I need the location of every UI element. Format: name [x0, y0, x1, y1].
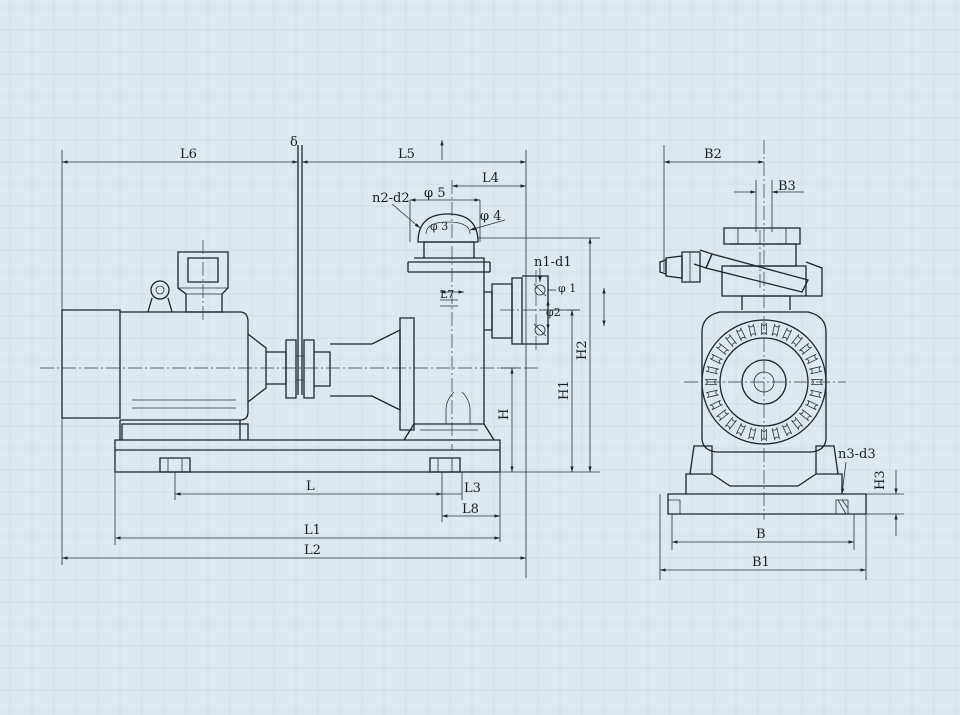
- dim-L1: L1: [304, 523, 321, 538]
- dim-L: L: [306, 479, 315, 494]
- dim-L4: L4: [482, 171, 499, 186]
- cooling-fin: [805, 353, 819, 365]
- motor: [61, 251, 267, 440]
- cooling-fin: [705, 366, 719, 375]
- coupling: [266, 145, 331, 399]
- cooling-fin: [748, 323, 757, 337]
- cooling-fin: [771, 427, 780, 441]
- side-labels: L6 L5 δ L4 n2-d2 φ 5 φ 4 φ 3 L7 n1-d1 φ …: [180, 135, 590, 558]
- cooling-fin: [810, 379, 824, 385]
- cooling-fin: [709, 353, 723, 365]
- dim-L5: L5: [398, 147, 415, 162]
- end-dimensions: [659, 145, 904, 580]
- cooling-fin: [771, 323, 780, 337]
- cooling-fin: [791, 334, 803, 347]
- cooling-fin: [761, 428, 767, 442]
- dim-phi5: φ 5: [424, 186, 446, 201]
- dim-L6: L6: [180, 147, 197, 162]
- dim-phi2: φ2: [546, 306, 561, 319]
- dim-H: H: [497, 409, 512, 420]
- cooling-fin: [716, 343, 729, 355]
- dim-n2-d2: n2-d2: [372, 191, 410, 206]
- side-view: L6 L5 δ L4 n2-d2 φ 5 φ 4 φ 3 L7 n1-d1 φ …: [40, 135, 606, 578]
- dim-n3-d3: n3-d3: [838, 447, 876, 462]
- end-view: B2 B3 n3-d3 H3 B B1: [659, 140, 904, 580]
- dim-L8: L8: [462, 502, 479, 517]
- cooling-fin: [809, 366, 823, 375]
- pump-body: [330, 213, 549, 441]
- dim-H3: H3: [873, 470, 888, 490]
- dim-H1: H1: [557, 380, 572, 400]
- cooling-fin: [709, 399, 723, 411]
- dim-delta: δ: [290, 135, 298, 150]
- dim-L7: L7: [440, 288, 454, 301]
- dim-H2: H2: [575, 340, 590, 360]
- cooling-fin: [725, 334, 737, 347]
- cooling-fin: [704, 379, 718, 385]
- dim-B3: B3: [778, 179, 796, 194]
- dim-B1: B1: [752, 555, 770, 570]
- cooling-fin: [725, 417, 737, 430]
- cooling-fin: [735, 327, 747, 341]
- dim-B: B: [756, 527, 766, 542]
- cooling-fin: [781, 423, 793, 437]
- dim-L2: L2: [304, 543, 321, 558]
- cooling-fin: [705, 389, 719, 398]
- cooling-fin: [799, 343, 812, 355]
- cooling-fin: [761, 322, 767, 336]
- cooling-fin: [799, 409, 812, 421]
- cooling-fin: [735, 423, 747, 437]
- end-labels: B2 B3 n3-d3 H3 B B1: [704, 147, 888, 570]
- cooling-fin: [791, 417, 803, 430]
- dim-n1-d1: n1-d1: [534, 255, 572, 270]
- end-base: [667, 445, 867, 515]
- dim-B2: B2: [704, 147, 722, 162]
- cooling-fin: [748, 427, 757, 441]
- cooling-fin: [805, 399, 819, 411]
- base-frame: [114, 423, 501, 473]
- side-dimensions: [61, 140, 606, 578]
- dim-phi3: φ 3: [430, 220, 448, 233]
- dim-phi1: φ 1: [558, 282, 576, 295]
- dim-phi4: φ 4: [480, 209, 502, 224]
- pump-end-view: [659, 227, 823, 310]
- end-centerlines: [684, 140, 846, 520]
- dim-L3: L3: [464, 481, 481, 496]
- cooling-fin: [809, 389, 823, 398]
- cooling-fin: [781, 327, 793, 341]
- cooling-fin: [716, 409, 729, 421]
